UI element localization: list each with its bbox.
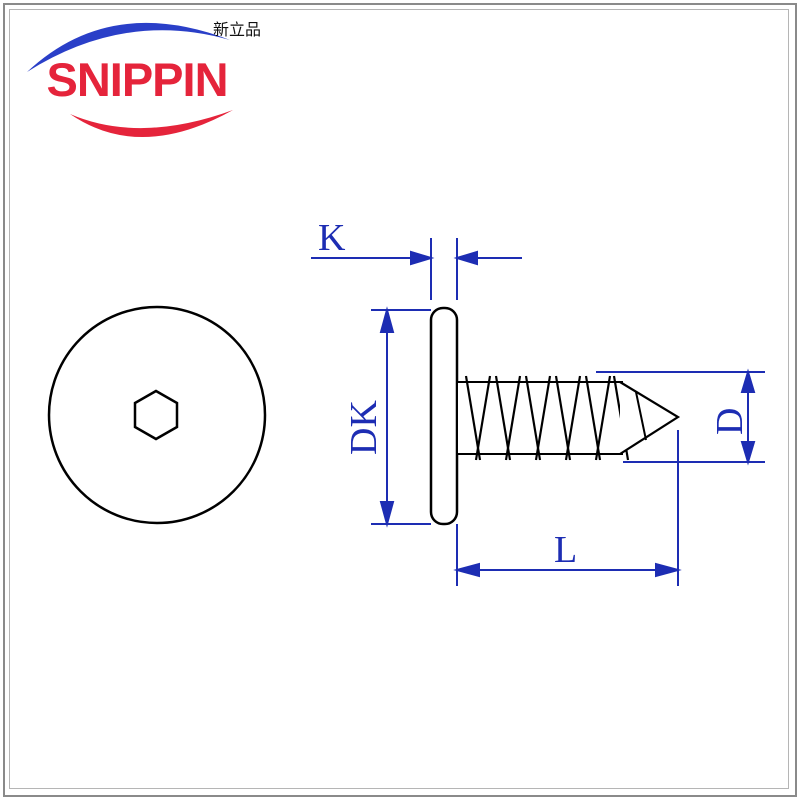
screw-side-view: [429, 306, 681, 526]
d-arrow-top: [740, 368, 756, 393]
l-arrow-left: [453, 562, 480, 578]
head-top-view: [47, 305, 267, 525]
k-label: K: [318, 217, 346, 259]
screw-tip-thread: [635, 391, 647, 441]
screw-tip: [619, 381, 681, 455]
l-arrow-right: [655, 562, 682, 578]
k-arrow-right: [453, 250, 478, 266]
k-arrow-left: [410, 250, 435, 266]
brand-chinese-name: 新立品: [213, 20, 262, 39]
l-label: L: [554, 529, 577, 571]
dk-arrow-bottom: [379, 501, 395, 528]
inner-frame: [9, 9, 789, 789]
head-circle: [47, 305, 267, 525]
logo-top-arc: [27, 22, 230, 72]
d-label: D: [709, 408, 751, 435]
brand-name: SNIPPIN: [46, 53, 228, 106]
hex-socket-icon: [133, 389, 179, 441]
dimension-lines: [311, 238, 765, 586]
d-arrow-bottom: [740, 441, 756, 466]
brand-logo: [27, 22, 233, 138]
outer-frame: [3, 3, 797, 797]
screw-head-profile: [429, 306, 459, 526]
dk-label: DK: [343, 400, 385, 455]
logo-bottom-arc: [70, 110, 233, 138]
dk-arrow-top: [379, 306, 395, 333]
